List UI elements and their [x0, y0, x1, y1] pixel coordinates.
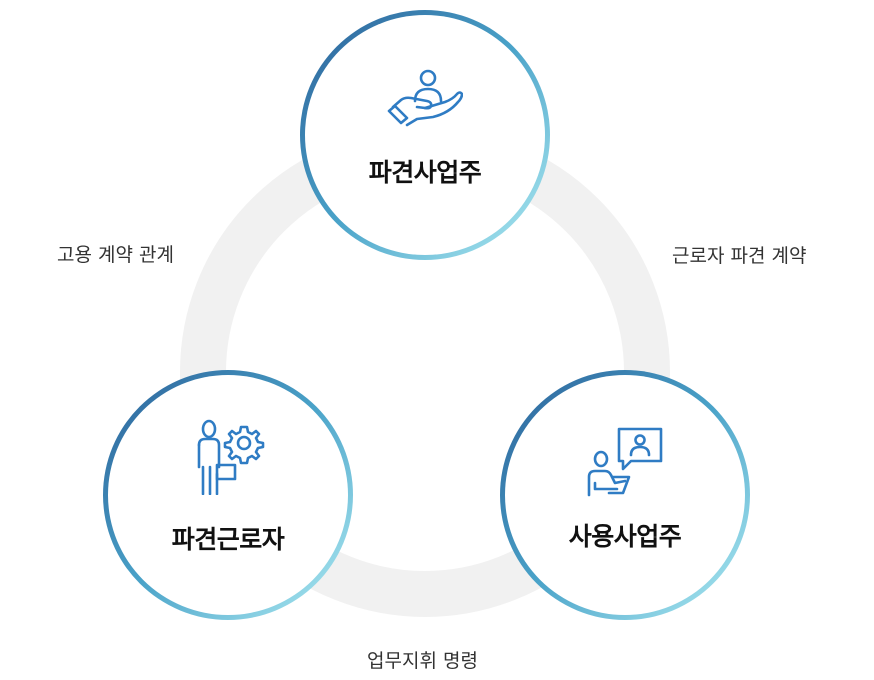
relation-work-direction-label: 업무지휘 명령: [367, 650, 478, 672]
relation-dispatch-contract-label: 근로자 파견 계약: [672, 245, 807, 267]
hand-holding-person-icon: [387, 69, 463, 127]
user-company-label: 사용사업주: [568, 522, 682, 551]
person-with-chat-bubble-icon: [587, 427, 663, 497]
user-company-node: 사용사업주: [495, 365, 755, 625]
dispatcher-node: 파견사업주: [295, 5, 555, 265]
worker-with-gear-icon: [197, 419, 265, 495]
worker-label: 파견근로자: [171, 525, 285, 554]
dispatcher-label: 파견사업주: [368, 158, 482, 187]
relation-employment-label: 고용 계약 관계: [57, 244, 174, 266]
worker-node: 파견근로자: [98, 365, 358, 625]
